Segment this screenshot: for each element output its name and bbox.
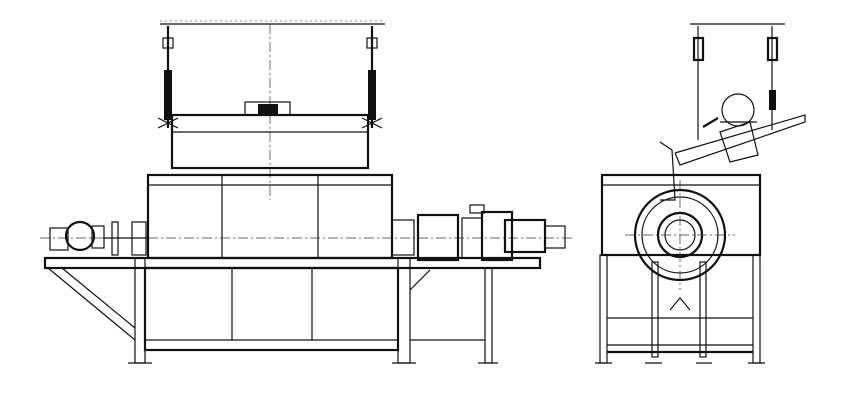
side-view xyxy=(595,23,806,364)
side-tank xyxy=(600,173,762,290)
hanger-left xyxy=(157,26,179,129)
right-drive-motor xyxy=(391,204,566,262)
drum-housing xyxy=(170,101,370,170)
hanger-left xyxy=(692,26,705,140)
hanger-right xyxy=(361,26,383,129)
left-drive xyxy=(49,220,148,256)
front-view xyxy=(40,20,575,364)
hanger-right xyxy=(766,26,779,130)
feed-chute xyxy=(659,93,806,201)
tank xyxy=(40,173,575,260)
ceiling-line xyxy=(160,20,385,25)
frame xyxy=(43,256,542,364)
side-frame xyxy=(595,254,765,364)
